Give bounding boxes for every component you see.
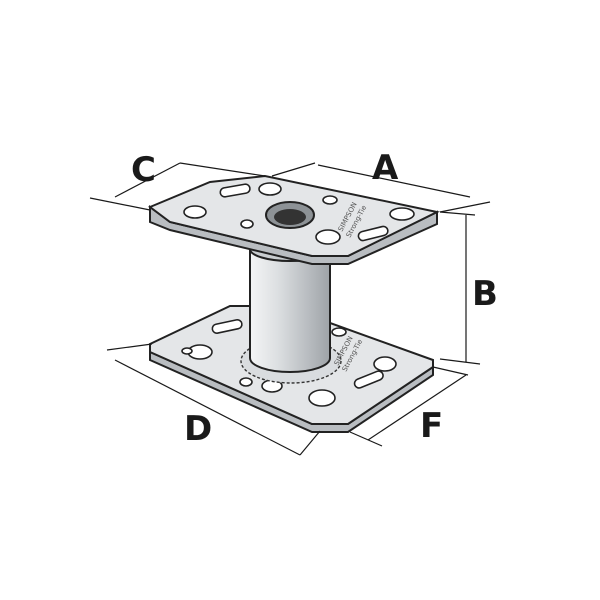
label-d: D	[184, 409, 212, 449]
label-a: A	[372, 148, 399, 188]
top-center-hole-inner	[274, 209, 306, 225]
dimension-lines	[89, 162, 491, 456]
label-c: C	[131, 150, 156, 190]
bottom-plate-holes	[181, 319, 397, 407]
top-plate: SIMPSON Strong-Tie	[148, 174, 441, 265]
label-f: F	[420, 406, 443, 446]
label-b: B	[472, 274, 498, 314]
top-plate-holes	[183, 182, 415, 245]
